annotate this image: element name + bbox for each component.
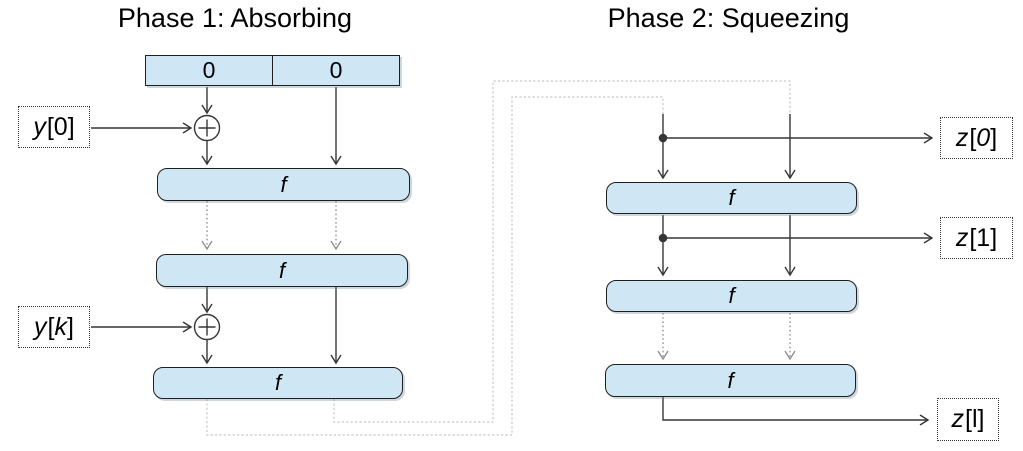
f-label: f: [727, 367, 734, 393]
label-bracket: ]: [990, 123, 998, 152]
label-index: 0: [976, 123, 991, 152]
state-cell-rate: 0: [146, 56, 273, 85]
label-bracket: ]: [67, 312, 74, 341]
xor-icon: [193, 114, 221, 142]
f-label: f: [278, 257, 286, 283]
label-bracket: [: [46, 112, 54, 141]
label-var: z: [955, 123, 969, 152]
f-box-squeeze-3: f: [605, 364, 856, 397]
input-label-y0: y[0]: [18, 106, 90, 148]
label-index: l: [971, 405, 978, 433]
f-label: f: [274, 370, 282, 395]
phase1-title: Phase 1: Absorbing: [117, 3, 353, 33]
f-label: f: [280, 171, 287, 197]
label-bracket: [: [969, 223, 977, 252]
arrow-to-zl: [662, 397, 930, 426]
label-index: k: [54, 312, 68, 341]
junction-dot-z0: [658, 133, 668, 143]
label-bracket: [: [969, 123, 977, 152]
label-var: z: [955, 223, 969, 252]
f-label: f: [728, 185, 735, 210]
phase2-title: Phase 2: Squeezing: [607, 3, 850, 33]
initial-state-register: 0 0: [145, 55, 400, 86]
label-var: z: [951, 405, 965, 433]
output-label-zl: z[l]: [937, 398, 999, 441]
output-label-z1: z[1]: [940, 217, 1013, 259]
label-var: y: [33, 112, 46, 141]
f-box-absorb-1: f: [157, 168, 410, 201]
connector-capacity-loop: [333, 80, 791, 423]
f-box-squeeze-2: f: [606, 280, 857, 312]
f-box-absorb-3: f: [153, 367, 403, 399]
label-index: 1: [976, 223, 991, 252]
junction-dot-z1: [658, 233, 668, 243]
f-label: f: [728, 283, 735, 308]
label-bracket: ]: [67, 112, 75, 141]
label-index: 0: [53, 112, 68, 141]
f-box-squeeze-1: f: [606, 182, 857, 214]
f-box-absorb-2: f: [156, 254, 408, 287]
label-var: y: [34, 312, 47, 341]
label-bracket: ]: [977, 405, 985, 433]
label-bracket: [: [965, 405, 972, 433]
input-label-yk: y[k]: [18, 306, 90, 348]
state-cell-capacity: 0: [329, 57, 343, 83]
output-label-z0: z[0]: [940, 117, 1013, 159]
xor-icon: [193, 313, 221, 341]
label-bracket: ]: [990, 223, 998, 252]
connector-rate-loop: [206, 96, 664, 436]
label-bracket: [: [47, 312, 55, 341]
